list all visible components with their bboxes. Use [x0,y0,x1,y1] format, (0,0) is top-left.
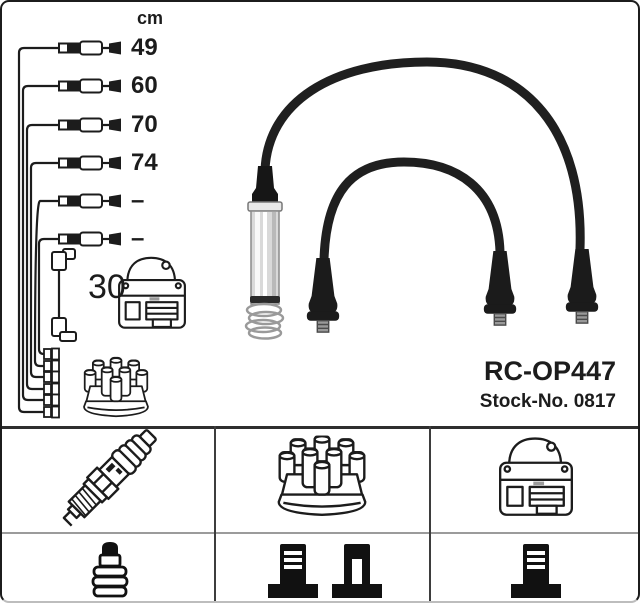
grid-line-middle [2,532,638,534]
stock-number: Stock-No. 0817 [479,391,616,412]
ignition-coil-icon [499,437,573,516]
grid-divider-right [429,426,431,601]
terminal-ribbed-icon [268,544,318,598]
grid-line-top [2,426,638,429]
rubber-boot [483,250,517,326]
product-code: RC-OP447 [483,356,616,386]
cable-connector-icon [57,117,123,133]
cable-length-schematic [17,40,186,419]
cable-routing-lines [17,46,59,414]
plug-boot-icon [91,541,129,598]
cable-connector-icon [57,78,123,94]
cable-connector-icon [57,40,123,56]
cable-connector-icon [57,193,123,209]
distributor-cap-icon [277,435,367,516]
spark-plug-icon [54,422,164,532]
rubber-boot [565,248,599,324]
coil-wire-length-label: 30 [88,268,126,306]
cable-connector-icon [57,231,123,247]
cable-length-label: 74 [131,149,158,176]
short-cable [319,157,505,265]
product-photo [244,57,599,340]
spring-coil [244,302,285,340]
cable-length-label: 49 [131,34,158,61]
cable-connector-icon [57,155,123,171]
cable-length-label: – [131,187,145,214]
coil-wire-schematic [51,248,77,342]
cable-length-label: – [131,225,145,252]
grid-divider-left [214,426,216,601]
unit-header: cm [136,8,163,28]
metal-plug-connector [244,166,285,340]
terminal-ribbed-icon [511,544,561,598]
distributor-terminal-stubs [43,347,60,419]
long-cable [260,57,585,254]
cable-length-label: 70 [131,111,158,138]
ignition-coil-drawing [118,256,186,329]
rubber-boot [306,258,340,333]
terminal-slotted-icon [332,544,382,598]
cable-length-label: 60 [131,72,158,99]
